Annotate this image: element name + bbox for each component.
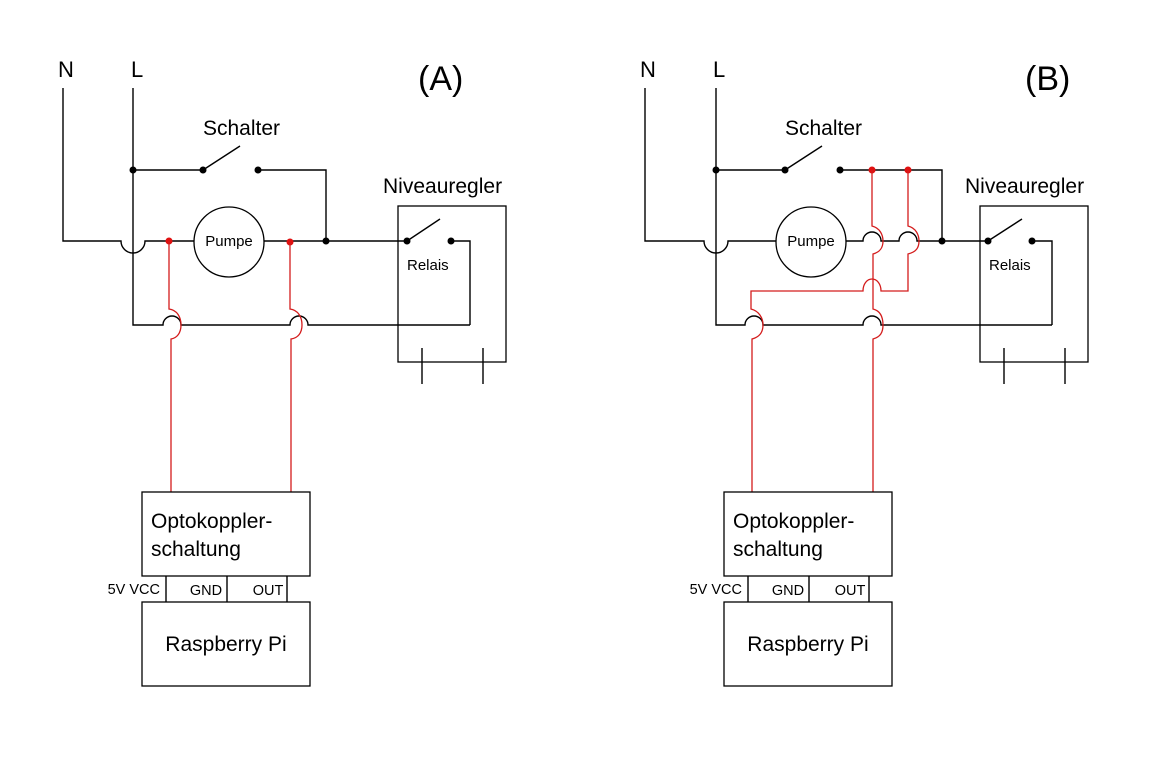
- panel-label: (B): [1025, 60, 1070, 98]
- level-controller: Niveauregler Relais: [383, 175, 507, 384]
- relay-label: Relais: [989, 257, 1031, 274]
- pin-out-label: OUT: [253, 583, 284, 599]
- optocoupler-circuit: Optokoppler- schaltung: [723, 491, 893, 577]
- raspberry-pi-label: Raspberry Pi: [165, 633, 286, 656]
- raspberry-pi: Raspberry Pi: [141, 601, 311, 687]
- pin-vcc-label: 5V VCC: [108, 582, 160, 598]
- panel-label: (A): [418, 60, 463, 98]
- pump-label: Pumpe: [205, 233, 253, 250]
- panel-b: (B) N L Schalter: [640, 57, 1089, 687]
- pump: Pumpe: [775, 206, 847, 278]
- pin-gnd-label: GND: [190, 583, 222, 599]
- live-label: L: [713, 57, 725, 82]
- signal-wiring: [750, 170, 920, 492]
- pin-vcc-label: 5V VCC: [690, 582, 742, 598]
- optocoupler-circuit: Optokoppler- schaltung: [141, 491, 311, 577]
- switch-label: Schalter: [785, 117, 862, 140]
- pin-gnd-label: GND: [772, 583, 804, 599]
- dots: [712, 166, 1036, 245]
- pin-header: 5V VCC GND OUT: [690, 576, 870, 602]
- neutral-label: N: [640, 57, 656, 82]
- raspberry-pi-label: Raspberry Pi: [747, 633, 868, 656]
- optocoupler-label-line1: Optokoppler-: [733, 510, 854, 533]
- panel-a: (A) N L Schalter: [58, 57, 507, 687]
- signal-wiring: [168, 241, 303, 492]
- level-controller-label: Niveauregler: [965, 175, 1084, 198]
- black-wiring: [644, 88, 1053, 326]
- neutral-label: N: [58, 57, 74, 82]
- live-label: L: [131, 57, 143, 82]
- relay-label: Relais: [407, 257, 449, 274]
- dots: [129, 166, 455, 246]
- switch-label: Schalter: [203, 117, 280, 140]
- level-controller-label: Niveauregler: [383, 175, 502, 198]
- pin-out-label: OUT: [835, 583, 866, 599]
- level-controller: Niveauregler Relais: [965, 175, 1089, 384]
- optocoupler-label-line2: schaltung: [151, 538, 241, 561]
- pump-label: Pumpe: [787, 233, 835, 250]
- optocoupler-label-line1: Optokoppler-: [151, 510, 272, 533]
- pump: Pumpe: [193, 206, 265, 278]
- optocoupler-label-line2: schaltung: [733, 538, 823, 561]
- pin-header: 5V VCC GND OUT: [108, 576, 288, 602]
- raspberry-pi: Raspberry Pi: [723, 601, 893, 687]
